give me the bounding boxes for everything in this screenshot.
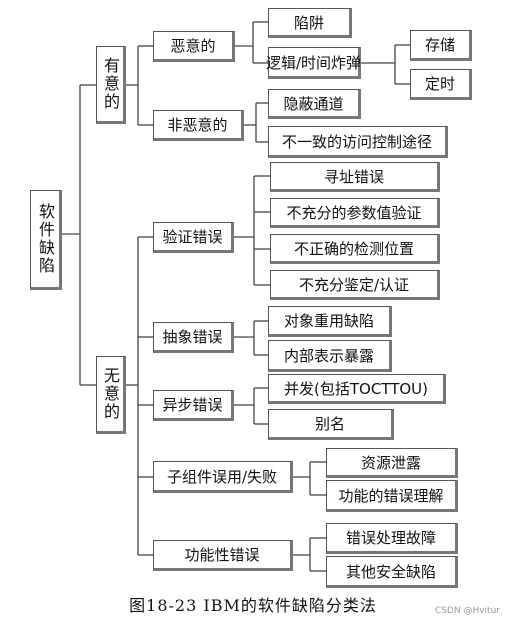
root-node-software-flaws: 软件缺陷 [30, 190, 62, 290]
node-object-reuse: 对象重用缺陷 [268, 306, 392, 337]
node-addressing-error: 寻址错误 [270, 162, 440, 192]
node-async-error: 异步错误 [153, 390, 234, 421]
node-resource-leak: 资源泄露 [326, 448, 458, 478]
node-malicious: 恶意的 [153, 31, 235, 62]
node-unintentional: 无意的 [96, 356, 126, 434]
node-error-handling-failure: 错误处理故障 [326, 523, 458, 554]
node-intentional: 有意的 [96, 46, 126, 124]
watermark: CSDN @Hvitur [434, 606, 500, 616]
node-logic-time-bomb: 逻辑/时间炸弹 [266, 47, 361, 79]
node-functional-misunderstanding: 功能的错误理解 [326, 480, 458, 512]
node-concurrency-tocttou: 并发(包括TOCTTOU) [268, 374, 446, 404]
node-subcomponent-misuse: 子组件误用/失败 [153, 461, 293, 493]
node-functionality-error: 功能性错误 [153, 540, 293, 571]
figure-caption: 图18-23 IBM的软件缺陷分类法 [129, 596, 377, 615]
node-other-security-flaws: 其他安全缺陷 [326, 556, 458, 588]
node-validation-error: 验证错误 [153, 222, 234, 253]
node-incorrect-check-placement: 不正确的检测位置 [270, 234, 440, 264]
node-inconsistent-access-control: 不一致的访问控制途径 [268, 126, 448, 158]
node-storage: 存储 [410, 30, 472, 61]
node-trapdoor: 陷阱 [268, 8, 352, 38]
node-abstraction-error: 抽象错误 [153, 322, 234, 353]
node-aliasing: 别名 [268, 409, 394, 440]
node-inadequate-identification-auth: 不充分鉴定/认证 [270, 270, 440, 300]
node-timing: 定时 [410, 69, 472, 100]
node-inadequate-parameter-validation: 不充分的参数值验证 [270, 198, 440, 228]
node-nonmalicious: 非恶意的 [153, 110, 244, 141]
node-internal-representation-exposure: 内部表示暴露 [268, 340, 392, 372]
node-covert-channel: 隐蔽通道 [268, 89, 361, 119]
